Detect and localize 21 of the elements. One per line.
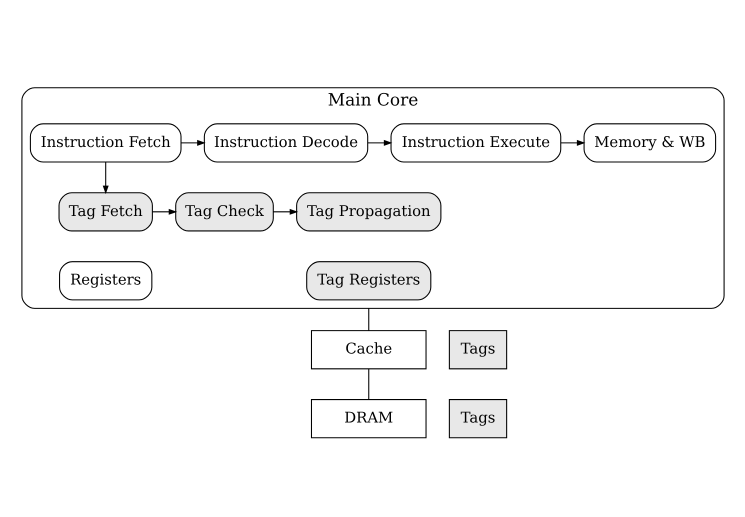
node-box: Tag Check [174,192,274,232]
node-box: Instruction Fetch [29,123,182,162]
arrow [560,140,585,146]
node-box: Tag Propagation [296,192,441,232]
arrow [367,140,392,146]
node-box: Instruction Decode [203,123,368,162]
connector [368,369,369,400]
arrow [102,162,108,194]
arrow [152,208,177,215]
node-box: Tags [448,330,507,370]
node-box: Instruction Execute [390,123,561,162]
node-box: Tags [448,399,507,438]
node-box: Tag Fetch [58,192,152,232]
node-box: Cache [310,330,426,370]
node-box: Memory & WB [583,123,716,162]
node-box: Tag Registers [306,261,431,300]
connector [368,308,369,330]
arrow [273,208,298,215]
node-box: Registers [58,261,152,300]
arrow [180,140,206,146]
node-box: DRAM [310,399,426,438]
